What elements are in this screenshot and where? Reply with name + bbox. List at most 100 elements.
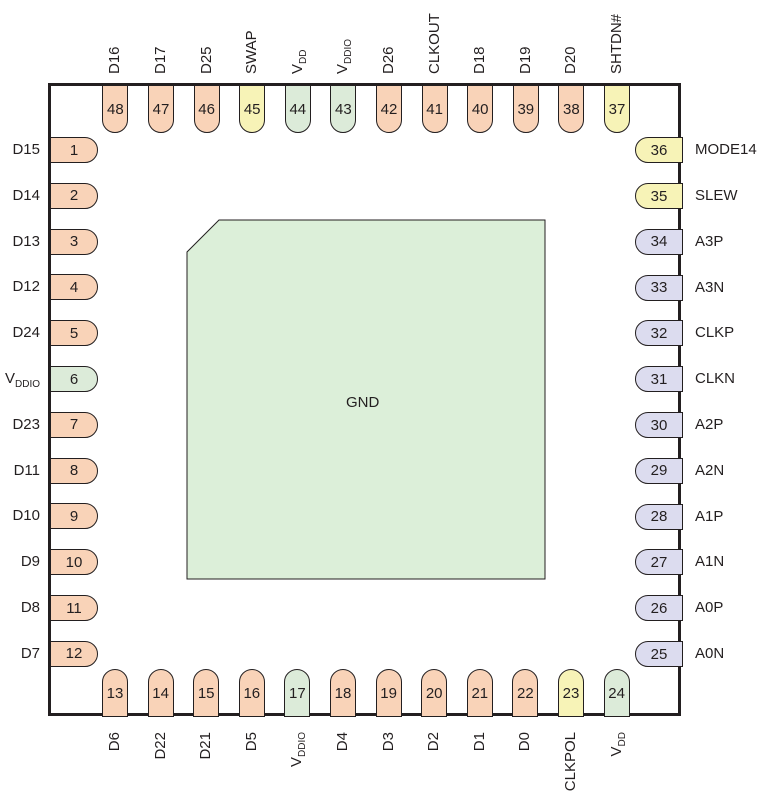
pin-name-main: A2P	[695, 416, 724, 433]
pin-13-label: D6	[106, 732, 123, 751]
pin-41-pad: 41	[421, 85, 448, 133]
pin-28-label: A1P	[695, 508, 723, 525]
pin-name-main: CLKOUT	[425, 13, 443, 74]
pin-name-main: D23	[12, 415, 40, 433]
pin-name-main: V	[334, 63, 352, 74]
pin-name-subscript: DDIO	[15, 379, 40, 390]
pin-name-main: D10	[12, 507, 40, 525]
pin-name-main: D1	[470, 732, 488, 752]
pin-35-label: SLEW	[695, 187, 738, 204]
pin-28-pad: 28	[635, 503, 683, 530]
pin-15-pad: 15	[193, 669, 220, 717]
pin-35-pad: 35	[635, 183, 683, 209]
pin-3-pad: 3	[50, 228, 98, 255]
pin-44-label: VDD	[289, 50, 309, 74]
pin-name-main: D4	[334, 732, 351, 752]
pin-4-pad: 4	[50, 274, 98, 301]
pin-37-label: SHTDN#	[608, 14, 625, 74]
gnd-label: GND	[346, 394, 380, 411]
pin-name-main: D17	[152, 46, 169, 74]
pin-name-main: V	[607, 746, 625, 757]
pin-name-main: SLEW	[695, 187, 738, 204]
pin-name-subscript: DD	[297, 49, 309, 64]
pin-29-label: A2N	[695, 462, 724, 479]
pin-name-main: D13	[12, 232, 40, 250]
pin-name-main: D6	[106, 732, 123, 752]
pin-name-subscript: DD	[616, 732, 628, 747]
pin-1-pad: 1	[50, 137, 98, 163]
pin-name-main: D26	[380, 46, 397, 74]
pin-48-label: D16	[106, 46, 123, 74]
pin-name-main: D7	[20, 644, 40, 662]
pin-33-pad: 33	[635, 274, 683, 301]
pin-name-main: MODE14	[695, 141, 757, 159]
pin-name-main: A1N	[695, 553, 725, 571]
pin-11-label: D8	[0, 599, 40, 616]
pin-13-pad: 13	[102, 669, 128, 717]
pin-12-label: D7	[0, 645, 40, 662]
pin-name-main: A3P	[695, 232, 724, 250]
pin-name-main: D14	[12, 186, 40, 204]
pin-34-pad: 34	[635, 228, 683, 255]
pin-21-label: D1	[471, 732, 488, 751]
pin-46-pad: 46	[193, 85, 220, 133]
pin-32-label: CLKP	[695, 324, 734, 341]
pin-name-main: D5	[242, 732, 260, 752]
pin-3-label: D13	[0, 233, 40, 250]
pin-42-label: D26	[380, 46, 397, 74]
pin-10-pad: 10	[50, 549, 98, 576]
pin-39-pad: 39	[512, 85, 539, 133]
pin-19-pad: 19	[375, 669, 402, 717]
pin-17-pad: 17	[284, 669, 311, 717]
pin-19-label: D3	[380, 732, 397, 751]
pin-1-label: D15	[0, 141, 40, 158]
pin-40-label: D18	[471, 46, 488, 74]
pin-name-main: A2N	[695, 461, 725, 479]
pin-34-label: A3P	[695, 233, 723, 250]
pin-12-pad: 12	[50, 640, 98, 667]
pin-4-label: D12	[0, 278, 40, 295]
pin-20-label: D2	[425, 732, 442, 751]
pin-14-label: D22	[152, 732, 169, 760]
pin-32-pad: 32	[635, 320, 683, 347]
pin-22-pad: 22	[512, 669, 539, 717]
pin-23-pad: 23	[558, 669, 584, 717]
pin-name-main: A0P	[695, 599, 724, 617]
pin-41-label: CLKOUT	[426, 13, 443, 74]
pin-name-main: D3	[379, 732, 397, 752]
pin-9-pad: 9	[50, 503, 98, 530]
pin-name-main: D19	[516, 46, 534, 74]
pin-21-pad: 21	[466, 669, 493, 717]
pin-name-main: CLKPOL	[562, 732, 579, 792]
pin-name-main: D22	[151, 732, 169, 760]
pin-5-pad: 5	[50, 320, 98, 347]
pin-name-main: D0	[516, 732, 534, 752]
pin-40-pad: 40	[467, 85, 494, 133]
pin-name-main: SHTDN#	[608, 13, 625, 74]
pin-name-main: A3N	[695, 278, 725, 296]
pin-47-pad: 47	[148, 85, 174, 133]
pin-6-pad: 6	[50, 366, 98, 392]
pin-name-main: D8	[20, 599, 40, 616]
pin-14-pad: 14	[147, 669, 174, 717]
pin-name-main: D15	[12, 141, 40, 158]
pin-name-main: V	[288, 757, 306, 768]
pin-45-label: SWAP	[243, 30, 260, 74]
pin-name-main: D21	[197, 732, 215, 760]
pin-name-main: D12	[12, 278, 40, 296]
pin-30-pad: 30	[635, 412, 683, 438]
pin-22-label: D0	[516, 732, 533, 751]
pin-7-pad: 7	[50, 411, 98, 438]
pin-48-pad: 48	[102, 85, 129, 133]
pin-20-pad: 20	[421, 669, 448, 717]
pin-name-main: D2	[425, 732, 443, 752]
pin-43-label: VDDIO	[334, 39, 354, 74]
pin-39-label: D19	[517, 46, 534, 74]
pin-9-label: D10	[0, 507, 40, 524]
pin-name-main: V	[4, 370, 15, 387]
pin-31-pad: 31	[635, 366, 683, 393]
pin-name-main: D18	[471, 46, 489, 74]
pin-name-subscript: DDIO	[297, 732, 309, 757]
